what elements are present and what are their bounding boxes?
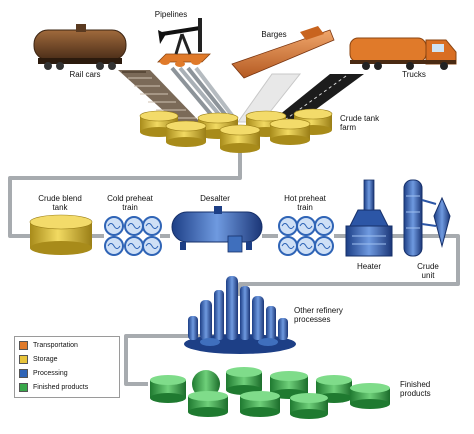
legend: Transportation Storage Processing Finish… bbox=[14, 336, 120, 398]
label-cold-preheat-train: Cold preheat train bbox=[107, 194, 153, 212]
swatch-processing bbox=[19, 368, 28, 378]
legend-label: Finished products bbox=[33, 383, 89, 391]
legend-label: Transportation bbox=[33, 341, 78, 349]
legend-item-storage: Storage bbox=[19, 353, 115, 365]
swatch-finished-products bbox=[19, 382, 28, 392]
tanker-truck-icon bbox=[349, 37, 457, 70]
product-tank bbox=[226, 367, 262, 395]
legend-item-transportation: Transportation bbox=[19, 339, 115, 351]
heat-exchanger-icon bbox=[142, 216, 162, 256]
pump-jack-icon bbox=[157, 18, 211, 67]
heat-exchanger-icon bbox=[124, 216, 144, 256]
label-rail-cars: Rail cars bbox=[69, 70, 101, 79]
product-tank bbox=[316, 375, 352, 403]
crude-tank-farm bbox=[139, 108, 333, 153]
swatch-storage bbox=[19, 354, 28, 364]
cold-preheat-train bbox=[104, 216, 162, 256]
truck-road bbox=[268, 74, 364, 124]
crude-unit-column bbox=[403, 179, 451, 257]
label-crude-tank-farm: Crude tank farm bbox=[340, 114, 380, 132]
heat-exchanger-icon bbox=[278, 216, 298, 256]
finished-products-tanks bbox=[150, 367, 390, 419]
label-heater: Heater bbox=[356, 262, 381, 271]
heat-exchanger-icon bbox=[296, 216, 316, 256]
label-other-refinery-processes: Other refinery processes bbox=[294, 306, 343, 324]
barge-icon bbox=[231, 26, 335, 79]
product-tank bbox=[350, 383, 390, 409]
storage-tank bbox=[165, 120, 207, 147]
product-tank bbox=[240, 391, 280, 417]
storage-tank bbox=[269, 118, 311, 145]
product-tank bbox=[188, 391, 228, 417]
hot-preheat-train bbox=[278, 216, 334, 256]
heat-exchanger-icon bbox=[104, 216, 124, 256]
heater-furnace bbox=[345, 179, 393, 257]
label-barges: Barges bbox=[261, 30, 287, 39]
product-tank bbox=[290, 393, 328, 419]
label-desalter: Desalter bbox=[200, 194, 230, 203]
rail-track bbox=[118, 70, 200, 122]
legend-label: Storage bbox=[33, 355, 58, 363]
legend-item-finished-products: Finished products bbox=[19, 381, 115, 393]
product-tank bbox=[150, 375, 186, 403]
legend-item-processing: Processing bbox=[19, 367, 115, 379]
label-hot-preheat-train: Hot preheat train bbox=[284, 194, 326, 212]
refinery-complex bbox=[184, 276, 296, 354]
heat-exchanger-icon bbox=[314, 216, 334, 256]
legend-label: Processing bbox=[33, 369, 68, 377]
swatch-transportation bbox=[19, 340, 28, 350]
pipeline-bundle bbox=[170, 66, 236, 120]
crude-blend-tank bbox=[29, 214, 93, 255]
label-trucks: Trucks bbox=[402, 70, 426, 79]
desalter-vessel bbox=[171, 206, 263, 253]
label-finished-products: Finished products bbox=[400, 380, 431, 398]
label-crude-unit: Crude unit bbox=[417, 262, 439, 280]
storage-tank bbox=[219, 124, 261, 153]
label-pipelines: Pipelines bbox=[154, 10, 188, 19]
rail-car-icon bbox=[33, 24, 127, 70]
label-crude-blend-tank: Crude blend tank bbox=[38, 194, 82, 212]
